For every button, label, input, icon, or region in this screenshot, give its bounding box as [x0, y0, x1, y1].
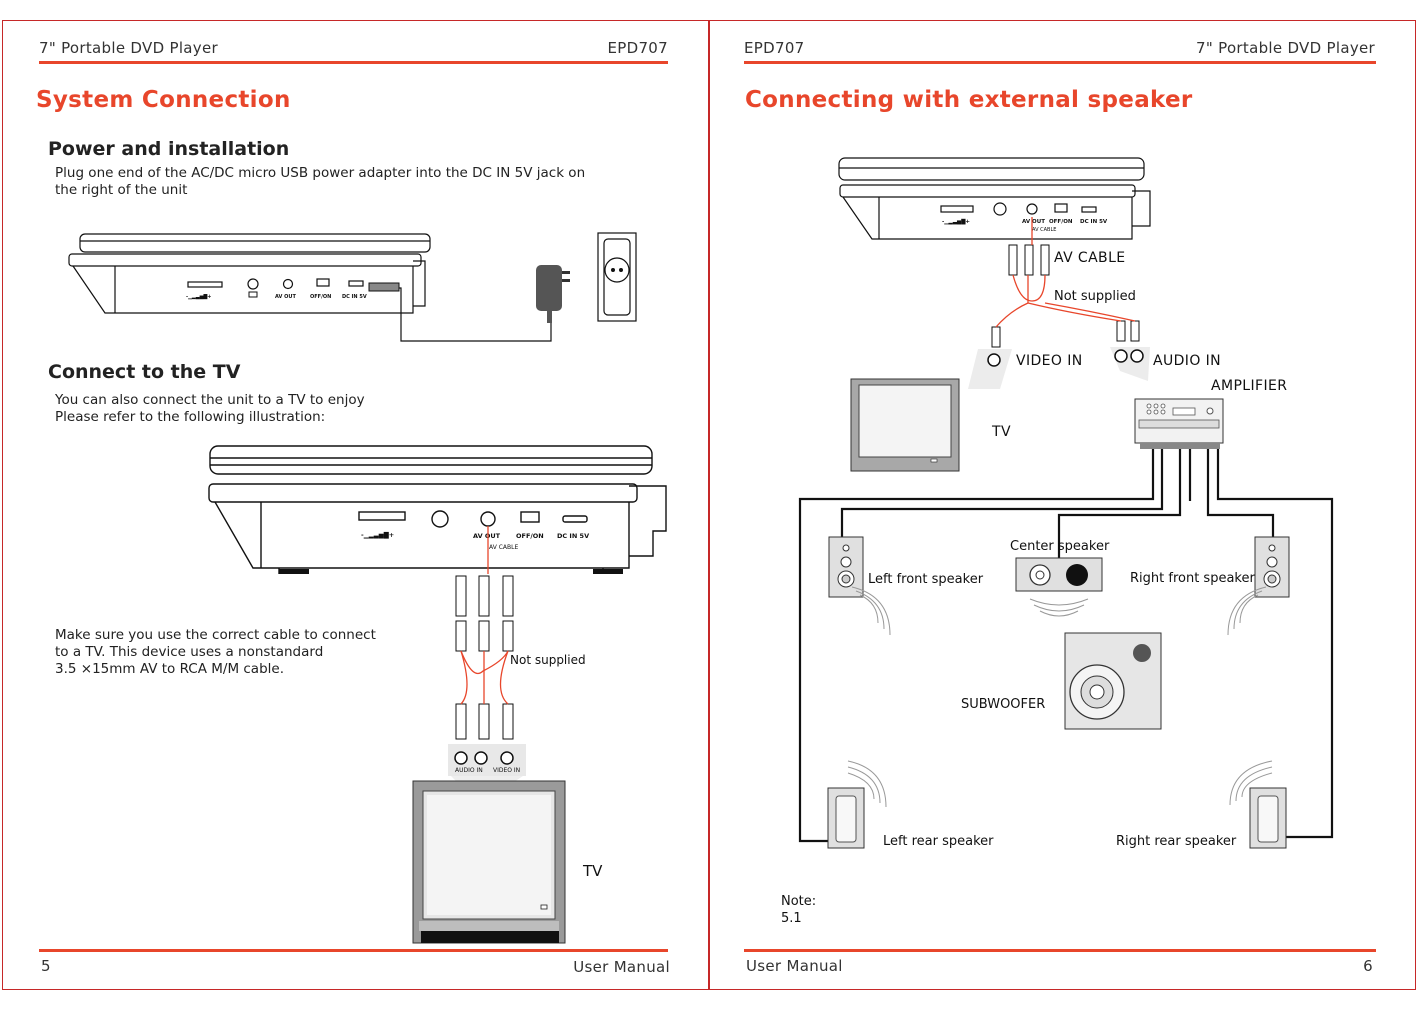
manual-page-left: 7" Portable DVD Player EPD707 System Con… [2, 20, 709, 990]
header-rule [39, 61, 668, 64]
header-rule [744, 61, 1376, 64]
cable-note: Make sure you use the correct cable to c… [55, 627, 376, 678]
tv-port-dc-in: DC IN 5V [557, 532, 589, 540]
note-value: 5.1 [781, 911, 802, 926]
cable-note-line-3: 3.5 ×15mm AV to RCA M/M cable. [55, 661, 284, 677]
amp-port-av-out: AV OUT [1022, 219, 1045, 225]
page-number: 6 [1363, 957, 1373, 975]
amp-av-cable-small: AV CABLE [1032, 227, 1056, 233]
footer-user-manual: User Manual [573, 958, 670, 976]
svg-text:-▁▂▃▅▇+: -▁▂▃▅▇+ [942, 218, 970, 225]
power-line-2: the right of the unit [55, 182, 188, 198]
tv-connection-diagram: -▁▂▃▅▇+ AV OUT OFF/ON DC IN 5V AV CABLE … [208, 445, 667, 944]
power-diagram: -▁▂▃▅▇+ AV OUT OFF/ON DC IN 5V [68, 232, 637, 342]
video-in-label: VIDEO IN [1016, 353, 1083, 369]
header-model: EPD707 [607, 39, 668, 57]
amplifier-label: AMPLIFIER [1211, 378, 1288, 394]
right-rear-speaker-label: Right rear speaker [1116, 834, 1237, 849]
page-title: Connecting with external speaker [745, 87, 1193, 113]
header-product-name: 7" Portable DVD Player [39, 39, 218, 57]
cable-note-line-1: Make sure you use the correct cable to c… [55, 627, 376, 643]
not-supplied-label: Not supplied [1054, 289, 1136, 304]
tv-label: TV [583, 862, 603, 880]
left-rear-speaker-label: Left rear speaker [883, 834, 994, 849]
speaker-connection-diagram: -▁▂▃▅▇+ AV OUT OFF/ON DC IN 5V AV CABLE [798, 157, 1334, 849]
amp-port-dc-in: DC IN 5V [1080, 219, 1108, 225]
footer-user-manual: User Manual [746, 957, 843, 975]
right-front-speaker-label: Right front speaker [1130, 571, 1255, 586]
not-supplied-label: Not supplied [510, 653, 586, 667]
tv-video-in-label: VIDEO IN [493, 767, 520, 774]
tv-instructions: You can also connect the unit to a TV to… [55, 392, 365, 426]
footer-rule [744, 949, 1376, 952]
svg-text:-▁▂▃▅▇+: -▁▂▃▅▇+ [186, 294, 212, 300]
center-speaker-label: Center speaker [1010, 539, 1110, 554]
port-label-av-out: AV OUT [275, 294, 296, 300]
note-label: Note: [781, 894, 817, 909]
page-title: System Connection [36, 87, 291, 113]
tv-audio-in-label: AUDIO IN [455, 767, 483, 774]
av-cable-label: AV CABLE [1054, 250, 1126, 266]
tv-heading: Connect to the TV [48, 361, 241, 383]
header-model: EPD707 [744, 39, 805, 57]
page-number: 5 [41, 957, 51, 975]
power-instructions: Plug one end of the AC/DC micro USB powe… [55, 165, 585, 199]
port-label-dc-in: DC IN 5V [342, 294, 367, 300]
left-front-speaker-label: Left front speaker [868, 572, 984, 587]
footer-rule [39, 949, 668, 952]
tv-av-cable-label: AV CABLE [489, 544, 518, 551]
tv-label: TV [992, 424, 1011, 440]
power-line-1: Plug one end of the AC/DC micro USB powe… [55, 165, 586, 181]
cable-note-line-2: to a TV. This device uses a nonstandard [55, 644, 324, 660]
tv-port-av-out: AV OUT [473, 532, 501, 540]
tv-line-2: Please refer to the following illustrati… [55, 409, 326, 425]
tv-line-1: You can also connect the unit to a TV to… [55, 392, 365, 408]
tv-port-off-on: OFF/ON [516, 532, 544, 540]
port-label-off-on: OFF/ON [310, 294, 331, 300]
subwoofer-label: SUBWOOFER [961, 697, 1046, 712]
amp-port-off-on: OFF/ON [1049, 219, 1073, 225]
manual-page-right: EPD707 7" Portable DVD Player Connecting… [709, 20, 1416, 990]
header-product-name: 7" Portable DVD Player [1196, 39, 1375, 57]
power-heading: Power and installation [48, 138, 290, 160]
audio-in-label: AUDIO IN [1153, 353, 1222, 369]
svg-text:-▁▂▃▅▇+: -▁▂▃▅▇+ [361, 531, 394, 539]
